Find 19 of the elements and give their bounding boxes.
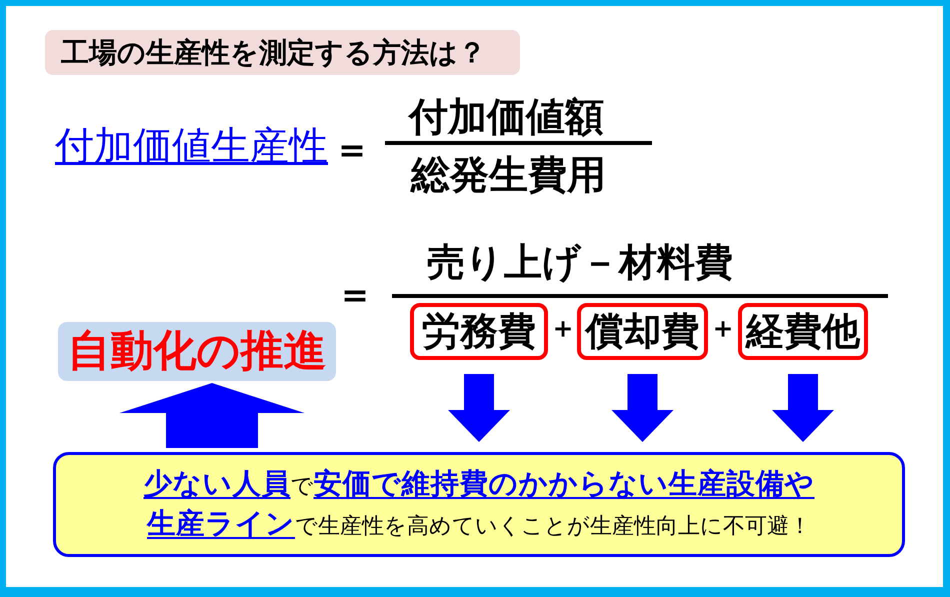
formula-term: 付加価値生産性 xyxy=(55,126,328,169)
conclusion-text: 少ない人員で安価で維持費のかからない生産設備や生産ラインで生産性を高めていくことが生産性向上に不可避！ xyxy=(143,466,815,542)
highlight-frame xyxy=(410,303,548,360)
cost-term: 償却費 xyxy=(586,310,700,352)
equals-sign: ＝ xyxy=(336,274,374,316)
question-heading: 工場の生産性を測定する方法は？ xyxy=(45,30,520,75)
conclusion-panel xyxy=(53,452,905,557)
slogan-text: 自動化の推進 xyxy=(68,328,326,376)
slogan-panel xyxy=(58,322,336,381)
numerator-text: 売り上げ－材料費 xyxy=(427,242,733,284)
cost-term: 労務費 xyxy=(422,310,536,352)
highlight-frame xyxy=(577,303,708,360)
highlight-frame xyxy=(738,303,868,360)
plus-sign: ＋ xyxy=(549,313,577,344)
cost-term: 経費他 xyxy=(746,310,860,352)
equals-sign: ＝ xyxy=(333,129,371,171)
denominator-text: 総発生費用 xyxy=(411,155,606,198)
plus-sign: ＋ xyxy=(709,313,737,344)
numerator-text: 付加価値額 xyxy=(409,97,604,140)
